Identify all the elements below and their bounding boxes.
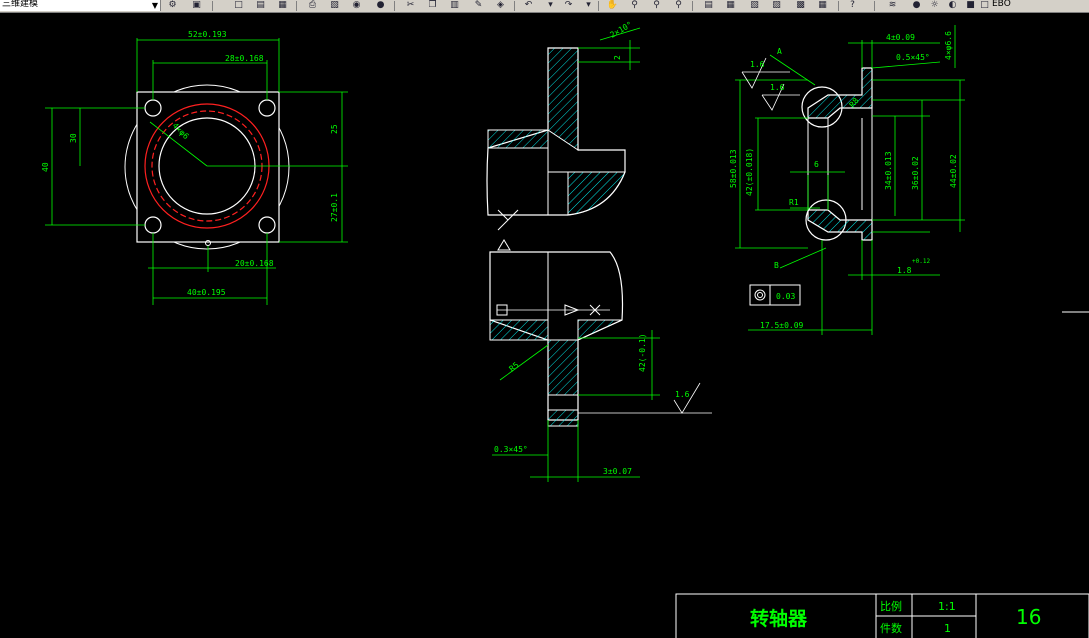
scale-label: 比例 <box>880 599 902 613</box>
section-view: 2 2×10° 42(-0.1) R5 1.6 0.3×45° 3±0.07 <box>486 20 712 482</box>
side-view: 4±0.09 0.5×45° 4×φ6.6 34±0.013 36±0.02 4… <box>729 25 965 335</box>
help-icon[interactable]: ? <box>850 0 855 10</box>
design-center-icon[interactable]: ▦ <box>726 0 735 10</box>
side-roughness-b: 1.6 <box>770 83 785 92</box>
cut-icon[interactable]: ✂ <box>406 0 415 10</box>
side-dim-left-inner: 42(±0.018) <box>745 148 754 196</box>
qty-label: 件数 <box>880 622 902 635</box>
markup-icon[interactable]: ▩ <box>796 0 805 10</box>
paste-icon[interactable]: ▥ <box>450 0 459 10</box>
layer-manager-icon[interactable]: ≋ <box>888 0 897 10</box>
workspace-dropdown[interactable]: 三维建模 ▼ <box>0 0 161 11</box>
display-icon[interactable]: ▣ <box>192 0 201 10</box>
part-name: 转轴器 <box>750 607 808 630</box>
chevron-down-icon: ▼ <box>151 1 158 10</box>
workspace-label: 三维建模 <box>2 0 39 9</box>
undo-dropdown-icon[interactable]: ▾ <box>548 0 553 10</box>
layer-freeze-icon[interactable]: ☼ <box>930 0 939 10</box>
side-slot-width: 6 <box>814 160 819 169</box>
publish-icon[interactable]: ◉ <box>352 0 361 10</box>
side-dim-right-3: 44±0.02 <box>949 154 958 188</box>
new-file-icon[interactable]: □ <box>234 0 243 10</box>
section-top-small: 2 <box>613 55 622 60</box>
qty-value: 1 <box>944 622 951 635</box>
layer-color-icon[interactable]: ■ <box>966 0 975 10</box>
undo-icon[interactable]: ↶ <box>524 0 533 10</box>
dim-left-inner: 30 <box>69 133 78 143</box>
side-dim-right-2: 36±0.02 <box>911 156 920 190</box>
dim-right-upper: 25 <box>330 124 339 134</box>
block-editor-icon[interactable]: ◈ <box>497 0 504 10</box>
drawing-canvas[interactable]: 52±0.193 28±0.168 40 30 25 27±0.1 20±0.1… <box>0 12 1089 638</box>
save-icon[interactable]: ▦ <box>278 0 287 10</box>
drawing-number: 16 <box>1016 605 1041 629</box>
print-icon[interactable]: ⎙ <box>308 0 317 10</box>
scale-value: 1:1 <box>938 600 956 613</box>
web-icon[interactable]: ● <box>376 0 385 10</box>
layer-lock-icon[interactable]: ◐ <box>948 0 957 10</box>
dim-left-overall: 40 <box>41 162 50 172</box>
side-dim-right-1: 34±0.013 <box>884 151 893 190</box>
side-roughness-a: 1.6 <box>750 60 765 69</box>
copy-icon[interactable]: ❐ <box>428 0 437 10</box>
title-block: 转轴器 比例 1:1 件数 1 16 <box>675 593 1089 638</box>
workspace-settings-icon[interactable]: ⚙ <box>168 0 177 10</box>
side-radius: R1 <box>789 198 799 207</box>
side-dim-vertical-top: 4×φ6.6 <box>944 31 953 60</box>
sheet-set-icon[interactable]: ▨ <box>772 0 781 10</box>
side-chamfer: 0.5×45° <box>896 53 930 62</box>
dim-right-lower: 27±0.1 <box>330 193 339 222</box>
zoom-window-icon[interactable]: ⚲ <box>653 0 660 10</box>
calculator-icon[interactable]: ▦ <box>818 0 827 10</box>
side-leader-a: A <box>777 47 782 56</box>
side-dim-top-width: 4±0.09 <box>886 33 915 42</box>
layer-name: EBO <box>992 0 1011 9</box>
toolbar: 三维建模 ▼ ⚙ ▣ □ ▤ ▦ ⎙ ▧ ◉ ● ✂ ❐ ▥ ✎ ◈ ↶ ▾ ↷… <box>0 0 1089 13</box>
section-angle: 2×10° <box>609 20 634 40</box>
side-bottom-small: 1.8 <box>897 266 912 275</box>
side-leader-b: B <box>774 261 779 270</box>
section-roughness: 1.6 <box>675 390 690 399</box>
zoom-previous-icon[interactable]: ⚲ <box>675 0 682 10</box>
section-chamfer: 0.3×45° <box>494 445 528 454</box>
zoom-realtime-icon[interactable]: ⚲ <box>631 0 638 10</box>
dim-top-inner: 28±0.168 <box>225 54 264 63</box>
side-dim-left-outer: 58±0.013 <box>729 149 738 188</box>
section-height: 42(-0.1) <box>638 333 647 372</box>
redo-icon[interactable]: ↷ <box>564 0 573 10</box>
preview-icon[interactable]: ▧ <box>330 0 339 10</box>
section-radius: R5 <box>508 360 521 373</box>
front-view: 52±0.193 28±0.168 40 30 25 27±0.1 20±0.1… <box>41 30 348 305</box>
layer-on-icon[interactable]: ● <box>912 0 921 10</box>
dim-bottom-overall: 40±0.195 <box>187 288 226 297</box>
match-properties-icon[interactable]: ✎ <box>474 0 483 10</box>
dim-bottom-inner: 20±0.168 <box>235 259 274 268</box>
concentricity-value: 0.03 <box>776 292 795 301</box>
side-bottom-small-tol: +0.12 <box>912 258 930 265</box>
pan-icon[interactable]: ✋ <box>606 0 619 10</box>
properties-icon[interactable]: ▤ <box>704 0 713 10</box>
tool-palettes-icon[interactable]: ▧ <box>750 0 759 10</box>
side-dim-bottom-length: 17.5±0.09 <box>760 321 804 330</box>
layer-plot-icon[interactable]: □ <box>980 0 989 10</box>
dim-top-overall: 52±0.193 <box>188 30 227 39</box>
redo-dropdown-icon[interactable]: ▾ <box>586 0 591 10</box>
section-width: 3±0.07 <box>603 467 632 476</box>
open-file-icon[interactable]: ▤ <box>256 0 265 10</box>
